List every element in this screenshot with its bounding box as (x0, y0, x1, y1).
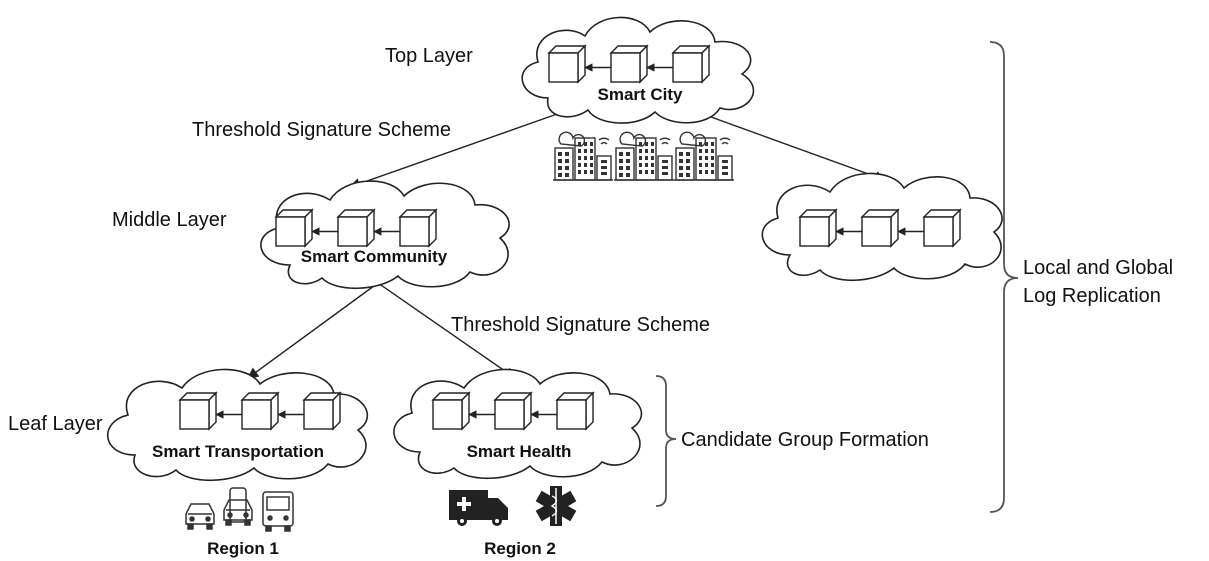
edge-city-to-community (348, 112, 561, 189)
region-1-label: Region 1 (207, 539, 279, 558)
block-icon (860, 208, 900, 248)
block-icon (493, 391, 533, 431)
taxi-icon (223, 487, 253, 526)
smart-building-icon (553, 131, 613, 181)
node-smart-community: Smart Community (300, 247, 448, 266)
top-layer-label: Top Layer (385, 45, 473, 67)
block-icon (798, 208, 838, 248)
car-icon (185, 503, 215, 530)
cloud-smart-community (260, 180, 510, 290)
block-icon (240, 391, 280, 431)
blockchain-smart-health (431, 391, 595, 431)
bus-icon (262, 491, 294, 532)
brace-candidate-group (655, 375, 677, 507)
blockchain-right (798, 208, 962, 248)
edge-community-to-transportation (247, 282, 379, 379)
blockchain-smart-transportation (178, 391, 342, 431)
edge-label-middle-to-leaf: Threshold Signature Scheme (451, 314, 711, 336)
block-icon (609, 44, 649, 84)
region-2-label: Region 2 (484, 539, 556, 558)
cloud-smart-transportation (107, 368, 369, 482)
log-replication-label-line2: Log Replication (1023, 285, 1161, 307)
block-icon (431, 391, 471, 431)
block-icon (922, 208, 962, 248)
node-smart-health: Smart Health (466, 442, 572, 461)
smart-building-icon (614, 131, 674, 181)
block-icon (274, 208, 314, 248)
block-icon (178, 391, 218, 431)
transport-icons (185, 487, 294, 532)
node-smart-transportation: Smart Transportation (152, 442, 324, 461)
smart-building-icons (553, 131, 734, 181)
ambulance-icon (449, 490, 508, 526)
health-icons (449, 486, 577, 526)
log-replication-label-line1: Local and Global (1023, 257, 1174, 279)
edge-label-top-to-middle: Threshold Signature Scheme (192, 119, 452, 141)
block-icon (398, 208, 438, 248)
node-smart-city: Smart City (597, 85, 683, 104)
blockchain-smart-city (547, 44, 711, 84)
block-icon (671, 44, 711, 84)
block-icon (555, 391, 595, 431)
block-icon (336, 208, 376, 248)
candidate-group-label: Candidate Group Formation (681, 429, 929, 451)
edge-city-to-right-cloud (699, 112, 887, 182)
brace-log-replication (989, 41, 1019, 513)
star-of-life-icon (535, 486, 577, 526)
blockchain-smart-community (274, 208, 438, 248)
block-icon (547, 44, 587, 84)
block-icon (302, 391, 342, 431)
edge-community-to-health (377, 282, 516, 379)
smart-building-icon (674, 131, 734, 181)
leaf-layer-label: Leaf Layer (8, 413, 103, 435)
middle-layer-label: Middle Layer (112, 209, 227, 231)
